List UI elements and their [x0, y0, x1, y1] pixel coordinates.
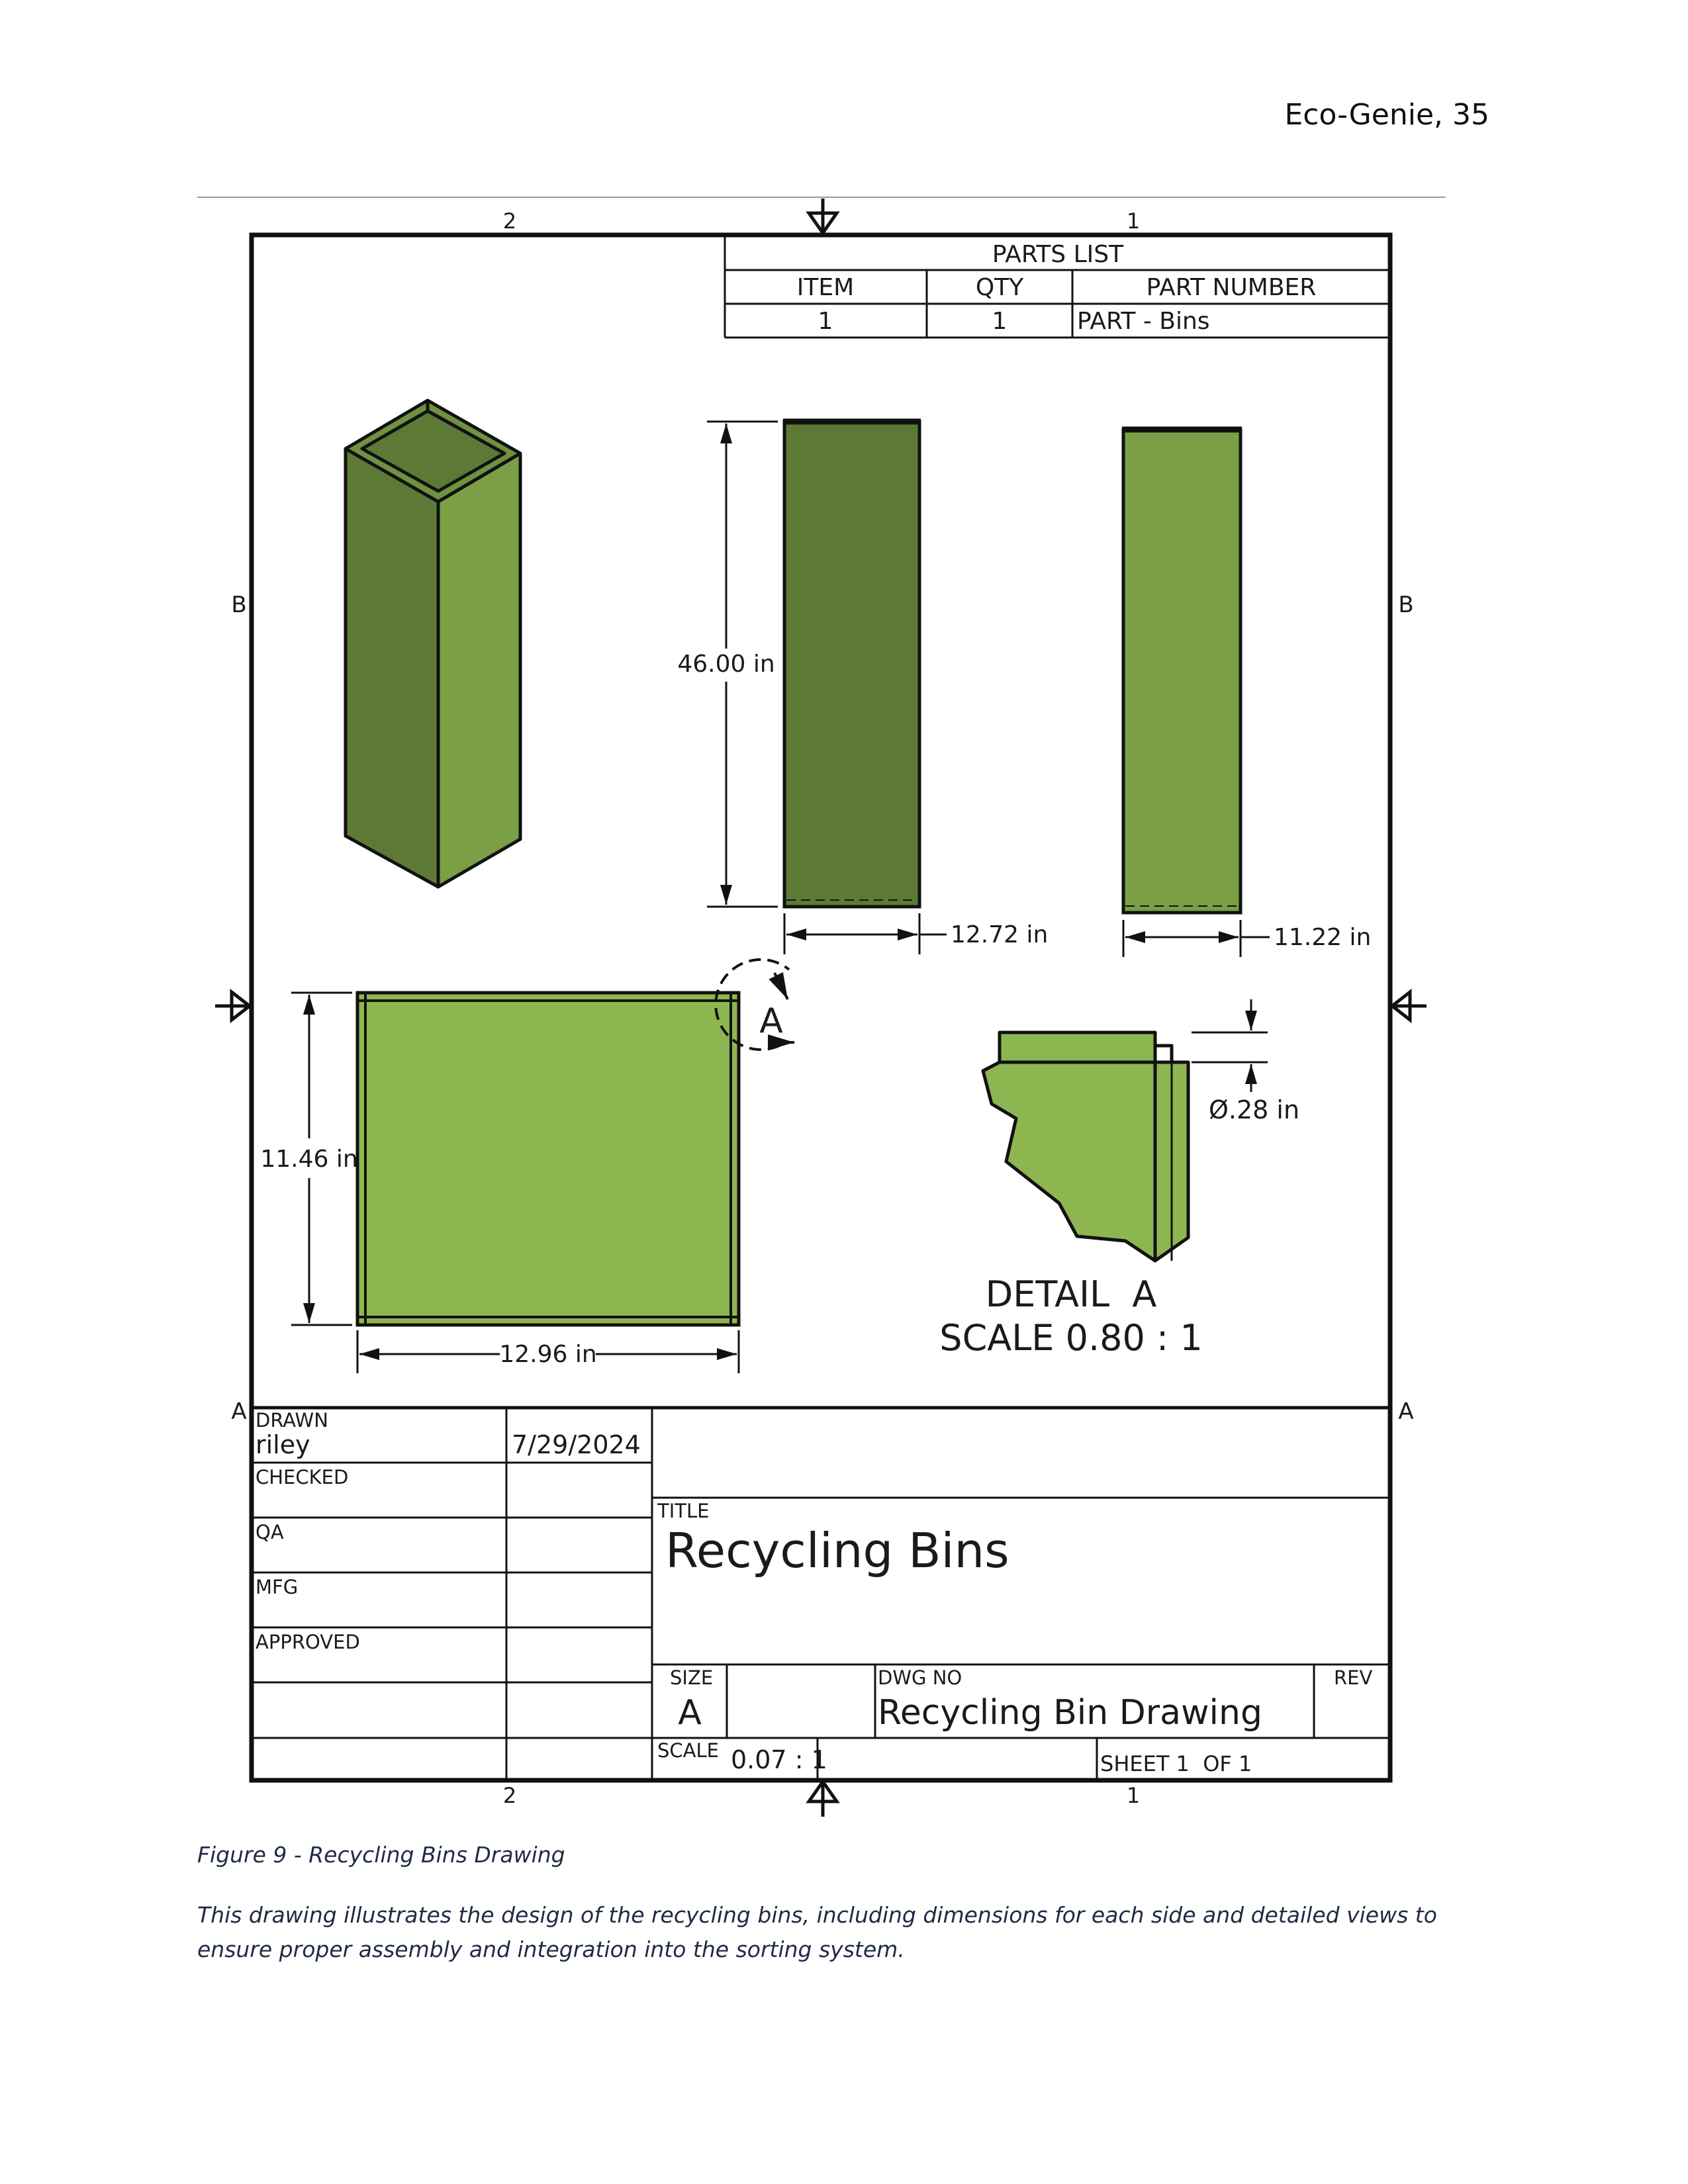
center-mark-left [215, 988, 253, 1024]
zone-label-left-b: B [231, 592, 246, 618]
page-header: Eco-Genie, 35 [1284, 98, 1489, 132]
sheet-label: SHEET 1 OF 1 [1100, 1751, 1252, 1776]
detail-callout-marker: A [759, 1001, 783, 1041]
parts-list-title: PARTS LIST [992, 241, 1124, 268]
title-label: TITLE [657, 1500, 709, 1522]
mfg-label: MFG [256, 1576, 298, 1598]
dimension-detail-thickness-label: Ø.28 in [1209, 1095, 1299, 1124]
scale-value: 0.07 : 1 [731, 1745, 827, 1774]
scale-label: SCALE [657, 1739, 719, 1762]
detail-scale: SCALE 0.80 : 1 [939, 1317, 1202, 1359]
drawn-by: riley [256, 1430, 310, 1459]
zone-label-bottom-2: 2 [503, 1783, 516, 1808]
dimension-side-width [1122, 920, 1270, 957]
dimension-front-width-label: 12.72 in [951, 921, 1048, 948]
center-mark-right [1389, 988, 1427, 1024]
parts-list-cell-qty: 1 [992, 308, 1008, 335]
detail-title: DETAIL A [986, 1273, 1157, 1315]
dimension-top-width-label: 12.96 in [499, 1341, 596, 1368]
isometric-view [344, 398, 522, 889]
title-block-grid [252, 1406, 1390, 1780]
dimension-side-width-label: 11.22 in [1274, 924, 1371, 951]
dimension-front-width [783, 913, 947, 954]
zone-label-left-a: A [231, 1398, 246, 1425]
zone-label-top-2: 2 [503, 208, 516, 234]
top-view [355, 991, 741, 1327]
size-value: A [678, 1693, 702, 1733]
zone-label-right-a: A [1398, 1398, 1413, 1425]
parts-list-header-part-number: PART NUMBER [1147, 274, 1317, 301]
dimension-height-label: 46.00 in [677, 651, 774, 678]
checked-label: CHECKED [256, 1466, 348, 1488]
drawn-label: DRAWN [256, 1409, 328, 1432]
parts-list-cell-item: 1 [818, 308, 833, 335]
detail-a-view [981, 1030, 1190, 1263]
dimension-top-depth-label: 11.46 in [260, 1146, 357, 1173]
center-mark-bottom [806, 1778, 840, 1817]
parts-list-cell-part-number: PART - Bins [1077, 308, 1210, 335]
dwg-no-label: DWG NO [878, 1666, 962, 1689]
dimension-height [707, 420, 778, 908]
drawn-date: 7/29/2024 [512, 1430, 641, 1459]
approved-label: APPROVED [256, 1631, 360, 1653]
dimension-top-depth [291, 991, 352, 1326]
parts-list-header-item: ITEM [797, 274, 854, 301]
parts-list-table [724, 235, 1390, 339]
dimension-top-width [356, 1330, 740, 1373]
center-mark-top [806, 199, 840, 236]
dimension-detail-thickness [1192, 999, 1268, 1092]
recycling-bin-drawing: 2 1 2 1 B B A A PARTS LIST ITEM QTY PART… [215, 199, 1427, 1817]
figure-description: This drawing illustrates the design of t… [197, 1902, 1437, 1962]
drawing-title: Recycling Bins [665, 1523, 1009, 1578]
zone-label-top-1: 1 [1127, 208, 1140, 234]
front-view [782, 418, 921, 909]
qa-label: QA [256, 1521, 284, 1543]
header-rule [197, 197, 1446, 198]
detail-callout-circle [714, 958, 794, 1051]
zone-label-right-b: B [1398, 592, 1413, 618]
parts-list-header-qty: QTY [976, 274, 1024, 301]
dwg-no-value: Recycling Bin Drawing [878, 1693, 1262, 1733]
size-label: SIZE [670, 1666, 713, 1689]
zone-label-bottom-1: 1 [1127, 1783, 1140, 1808]
side-view [1121, 426, 1243, 915]
rev-label: REV [1334, 1666, 1372, 1689]
figure-caption: Figure 9 - Recycling Bins Drawing [197, 1842, 565, 1868]
